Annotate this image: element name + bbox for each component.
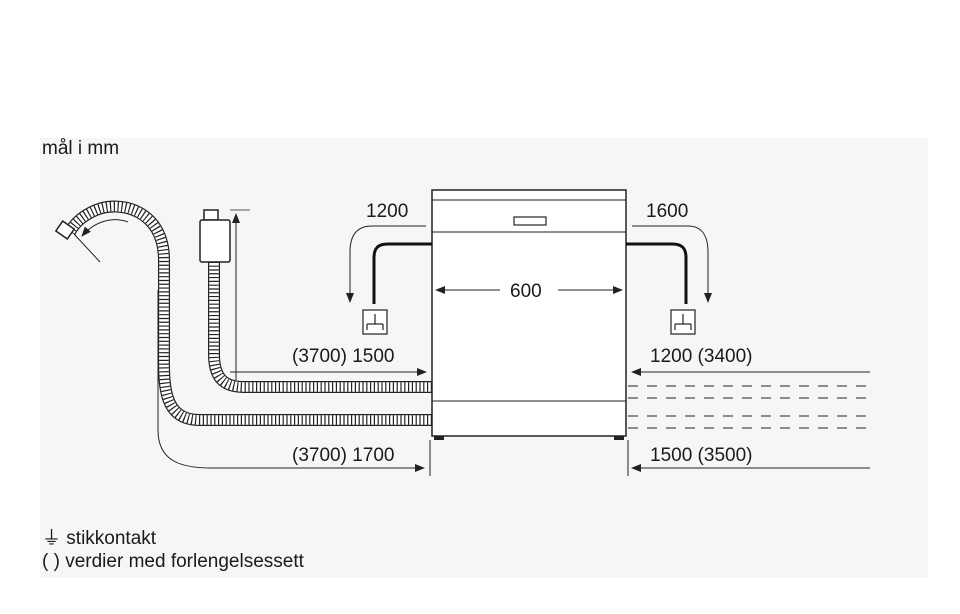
cable-arrow-right xyxy=(632,225,712,303)
socket-left xyxy=(362,309,388,335)
legend-parentheses-text: verdier med forlengelsessett xyxy=(65,551,304,572)
legend-paren-symbol: ( ) xyxy=(42,551,60,572)
hose-curve-arrow xyxy=(81,219,129,237)
legend-socket-text: stikkontakt xyxy=(66,528,157,549)
power-cable-left xyxy=(372,242,432,304)
dim-right-cable: 1600 xyxy=(646,201,688,222)
drain-hose-outer xyxy=(64,200,432,426)
hose-length-curve xyxy=(157,290,425,472)
dishwasher-front xyxy=(431,189,627,440)
dim-left-upper: (3700) 1500 xyxy=(292,346,394,367)
socket-symbol-icon: ⏚ xyxy=(42,528,62,549)
dim-width: 600 xyxy=(510,281,542,302)
cable-arrow-left xyxy=(346,225,426,303)
socket-right xyxy=(670,309,696,335)
dashed-lines xyxy=(628,385,872,429)
power-cable-right xyxy=(626,242,688,304)
hose-nozzle xyxy=(54,220,101,263)
dim-right-lower: 1500 (3500) xyxy=(650,445,752,466)
legend-parentheses: ( ) verdier med forlengelsessett xyxy=(42,550,304,574)
drain-hose-inner xyxy=(208,262,432,393)
dim-right-upper: 1200 (3400) xyxy=(650,346,752,367)
legend-socket: ⏚ stikkontakt xyxy=(42,527,156,551)
dim-left-cable: 1200 xyxy=(366,201,408,222)
aquastop-valve xyxy=(199,209,231,263)
units-label: mål i mm xyxy=(42,138,119,159)
dim-left-lower: (3700) 1700 xyxy=(292,445,394,466)
